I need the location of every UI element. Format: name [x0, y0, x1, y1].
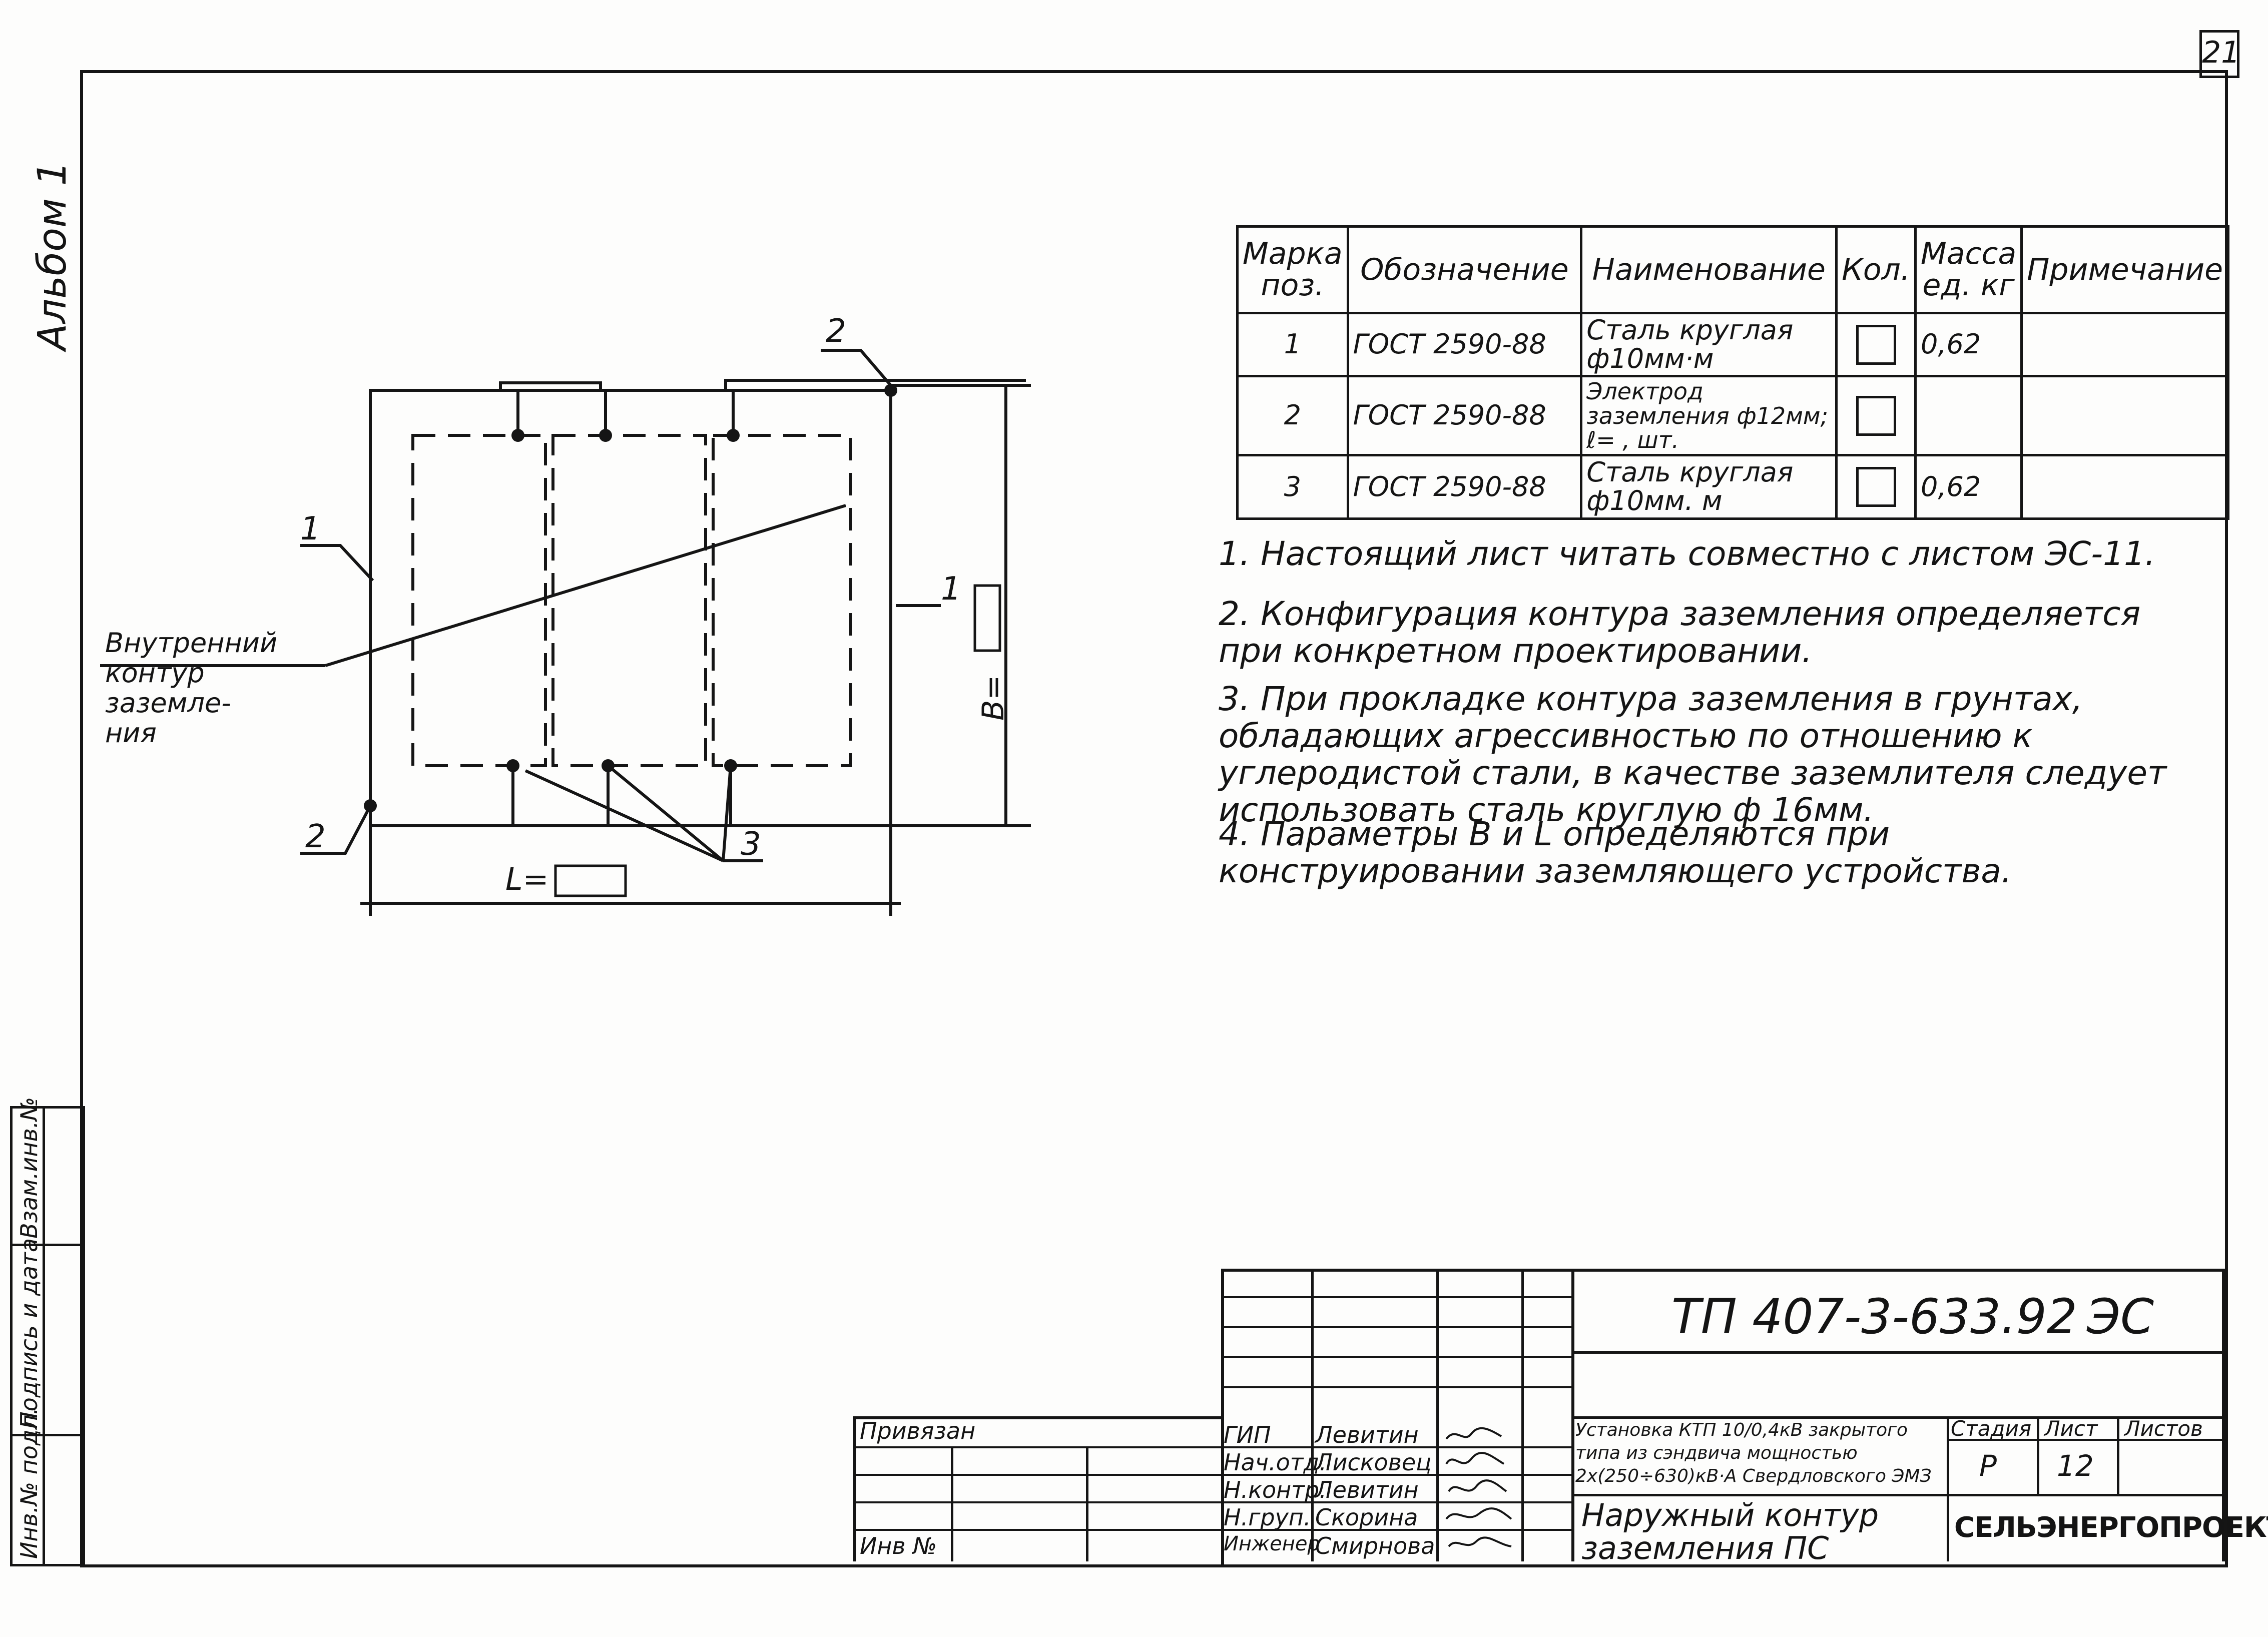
inv-number-label: Инв № — [860, 1532, 937, 1559]
col-pos-header: Марка поз. — [1236, 225, 1349, 314]
organization-name: СЕЛЬЭНЕРГОПРОЕКТ — [1954, 1511, 2268, 1544]
note-2: 2. Конфигурация контура заземления опред… — [1219, 595, 2141, 670]
role-group-head: Н.груп. — [1224, 1504, 1311, 1531]
col-designation-header: Обозначение — [1346, 225, 1583, 314]
sheet-number-value: 12 — [2057, 1449, 2094, 1483]
side-stamp-inv-label: Инв.№ подл. — [16, 1407, 43, 1559]
drawing-frame — [80, 70, 2228, 1567]
spec-designation: ГОСТ 2590-88 — [1346, 375, 1583, 457]
col-name-header: Наименование — [1580, 225, 1838, 314]
spec-pos: 3 — [1236, 454, 1349, 520]
col-mass-header: Масса ед. кг — [1914, 225, 2023, 314]
dimension-b-label: В= — [976, 675, 1011, 721]
callout-1-right: 1 — [941, 571, 961, 608]
col-note-header: Примечание — [2020, 225, 2229, 314]
sheets-label: Листов — [2124, 1416, 2203, 1441]
spec-qty — [1835, 454, 1917, 520]
note-3: 3. При прокладке контура заземления в гр… — [1219, 680, 2167, 829]
role-gip: ГИП — [1224, 1421, 1271, 1448]
role-norm-control: Н.контр. — [1224, 1476, 1327, 1503]
note-1: 1. Настоящий лист читать совместно с лис… — [1219, 534, 2156, 573]
spec-designation: ГОСТ 2590-88 — [1346, 454, 1583, 520]
spec-mass — [1914, 375, 2023, 457]
note-4: 4. Параметры В и L определяются при конс… — [1219, 815, 2012, 890]
spec-pos: 1 — [1236, 311, 1349, 378]
grounding-contour-drawing — [100, 349, 1031, 916]
spec-note — [2020, 454, 2229, 520]
spec-name: Электрод заземления ф12мм; ℓ= , шт. — [1580, 375, 1838, 457]
side-stamp: Инв.№ подл. Подпись и дата Взам.инв.№ — [10, 1097, 85, 1566]
signatures — [1445, 1427, 1512, 1547]
spec-pos: 2 — [1236, 375, 1349, 457]
spec-name: Сталь круглая ф10мм. м — [1580, 454, 1838, 520]
side-stamp-sign-label: Подпись и дата — [16, 1238, 43, 1429]
spec-mass: 0,62 — [1914, 454, 2023, 520]
callout-2-top: 2 — [826, 313, 846, 350]
name-head-dept: Лисковец — [1315, 1449, 1432, 1476]
privyazan-label: Привязан — [860, 1417, 976, 1444]
spec-header-row: Марка поз. Обозначение Наименование Кол.… — [1236, 225, 2229, 314]
spec-qty — [1835, 311, 1917, 378]
callout-1-left: 1 — [300, 510, 321, 548]
spec-name: Сталь круглая ф10мм·м — [1580, 311, 1838, 378]
spec-mass: 0,62 — [1914, 311, 2023, 378]
col-qty-header: Кол. — [1835, 225, 1917, 314]
name-norm-control: Левитин — [1315, 1476, 1419, 1503]
spec-row: 1 ГОСТ 2590-88 Сталь круглая ф10мм·м 0,6… — [1236, 311, 2229, 378]
name-engineer: Смирнова — [1315, 1532, 1435, 1559]
spec-note — [2020, 375, 2229, 457]
name-group-head: Скорина — [1315, 1504, 1418, 1531]
side-stamp-replace-label: Взам.инв.№ — [16, 1097, 43, 1239]
spec-note — [2020, 311, 2229, 378]
document-code: ТП 407-3-633.92 — [1671, 1289, 2077, 1345]
role-head-dept: Нач.отд. — [1224, 1449, 1327, 1476]
stage-value: Р — [1979, 1449, 1997, 1483]
callout-3: 3 — [741, 826, 761, 863]
document-suffix: ЭС — [2087, 1289, 2154, 1345]
sheet-number-box — [2199, 30, 2239, 78]
qty-box — [1856, 466, 1896, 507]
specification-table: Марка поз. Обозначение Наименование Кол.… — [1236, 225, 2229, 520]
spec-qty — [1835, 375, 1917, 457]
qty-box — [1856, 395, 1896, 436]
spec-row: 3 ГОСТ 2590-88 Сталь круглая ф10мм. м 0,… — [1236, 454, 2229, 520]
project-title: Установка КТП 10/0,4кВ закрытого типа из… — [1575, 1420, 1932, 1486]
spec-designation: ГОСТ 2590-88 — [1346, 311, 1583, 378]
inner-contour-dashed — [411, 434, 852, 767]
callout-2-bottom: 2 — [305, 818, 326, 855]
stage-label: Стадия — [1951, 1416, 2032, 1441]
spec-row: 2 ГОСТ 2590-88 Электрод заземления ф12мм… — [1236, 375, 2229, 457]
dimension-l-label: L= — [505, 861, 549, 897]
inner-contour-label: Внутренний контур заземле- ния — [105, 627, 278, 749]
sheet-title: Наружный контур заземления ПС — [1581, 1497, 1879, 1566]
outer-contour — [369, 389, 892, 827]
sheet-number: 21 — [2202, 35, 2240, 70]
qty-box — [1856, 324, 1896, 365]
name-gip: Левитин — [1315, 1421, 1419, 1448]
sheet-label: Лист — [2044, 1416, 2098, 1441]
role-engineer: Инженер — [1224, 1532, 1320, 1555]
